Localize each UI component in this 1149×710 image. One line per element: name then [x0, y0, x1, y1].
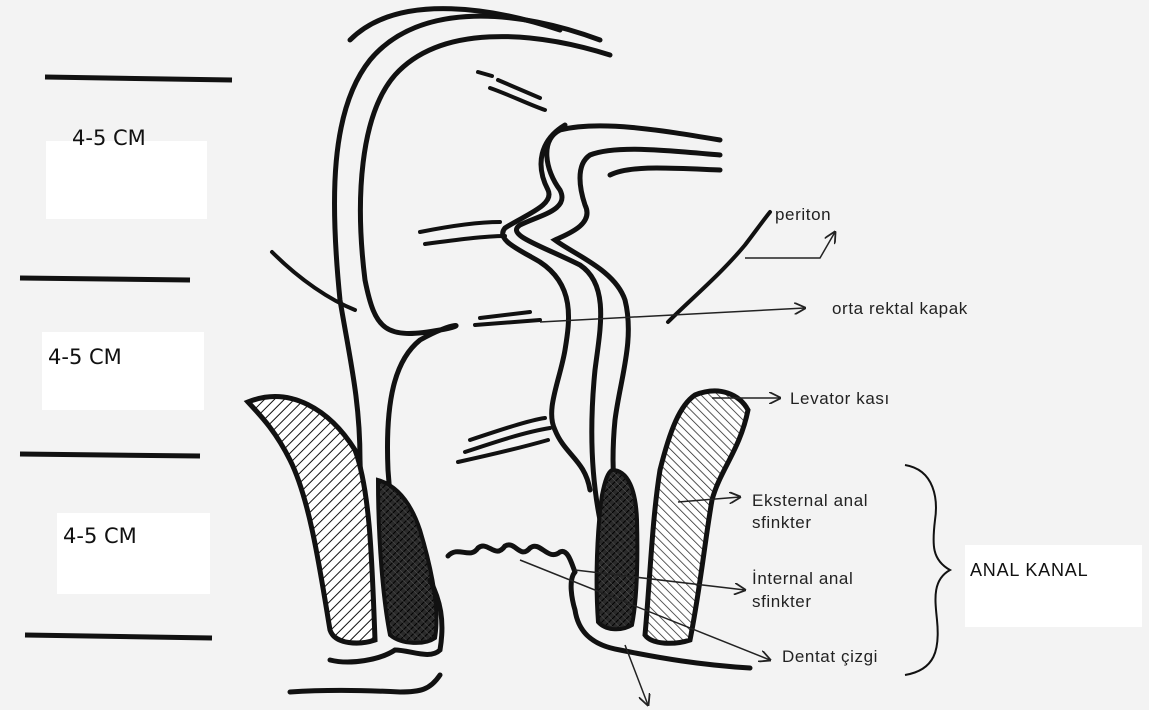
label-internal-sphincter-1: İnternal anal	[752, 568, 853, 589]
label-internal-sphincter-2: sfinkter	[752, 591, 812, 612]
scale-box-1	[46, 141, 207, 219]
scale-label-1: 4-5 CM	[72, 126, 146, 150]
scale-bar	[20, 454, 200, 456]
anal-canal-bracket	[905, 465, 950, 675]
label-levator: Levator kası	[790, 388, 890, 409]
label-external-sphincter-1: Eksternal anal	[752, 490, 868, 511]
label-anal-canal: ANAL KANAL	[970, 560, 1088, 581]
scale-bar	[25, 635, 212, 638]
peritoneum	[272, 212, 770, 322]
label-external-sphincter-2: sfinkter	[752, 512, 812, 533]
scale-bar	[20, 278, 190, 280]
scale-box-2	[42, 332, 204, 410]
scale-bar	[45, 77, 232, 80]
label-periton: periton	[775, 204, 831, 225]
external-sphincter-left	[248, 397, 375, 643]
external-sphincter-right	[645, 391, 748, 643]
scale-label-2: 4-5 CM	[48, 345, 122, 369]
label-dentate-line: Dentat çizgi	[782, 646, 878, 667]
internal-sphincter-left	[378, 480, 437, 643]
scale-label-3: 4-5 CM	[63, 524, 137, 548]
rectal-valves	[420, 72, 550, 462]
anal-canal-box	[965, 545, 1142, 627]
label-middle-rectal-valve: orta rektal kapak	[832, 298, 968, 319]
internal-sphincter-right	[597, 470, 638, 629]
